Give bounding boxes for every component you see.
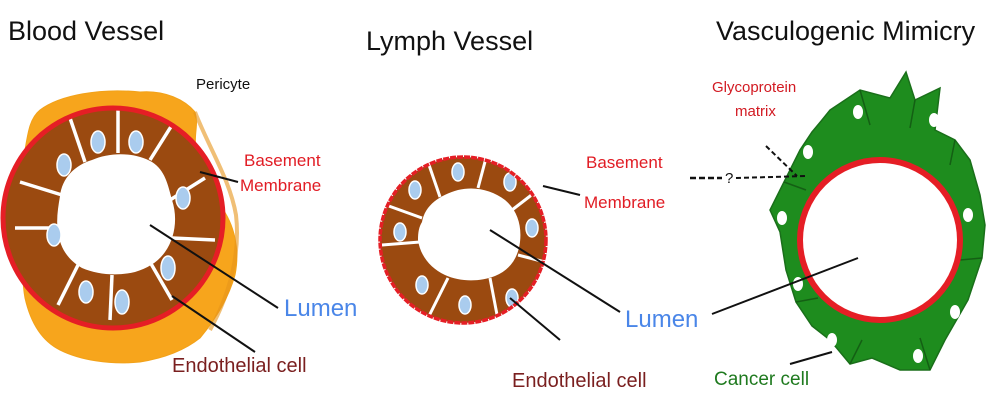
lymph-vessel-panel: Lymph Vessel Base [366,26,698,392]
vm-cancer-label: Cancer cell [714,369,809,390]
nucleus [394,223,406,241]
nucleus [79,281,93,303]
vm-glyco-leader [766,146,797,176]
lymph-basement-leader [543,186,580,195]
nucleus [526,219,538,237]
nucleus [459,296,471,314]
nucleus [950,305,960,319]
nucleus [129,131,143,153]
vm-glyco-label-1: Glycoprotein [712,79,796,96]
blood-vessel-panel: Blood Vessel [3,16,357,377]
lymph-basement-label-1: Basement [586,153,663,172]
nucleus [47,224,61,246]
nucleus [115,290,129,314]
nucleus [913,349,923,363]
nucleus [416,276,428,294]
blood-lumen [57,154,175,274]
vm-glyco-label-2: matrix [735,103,776,120]
nucleus [777,211,787,225]
lymph-vessel-title: Lymph Vessel [366,26,533,56]
nucleus [57,154,71,176]
pericyte-label: Pericyte [196,76,250,93]
nucleus [161,256,175,280]
nucleus [803,145,813,159]
blood-basement-label-1: Basement [244,151,321,170]
nucleus [176,187,190,209]
lymph-endothelial-label: Endothelial cell [512,370,647,392]
lymph-lumen-label: Lumen [625,306,698,333]
blood-lumen-label: Lumen [284,295,357,322]
blood-basement-label-2: Membrane [240,176,321,195]
nucleus [963,208,973,222]
nucleus [452,163,464,181]
nucleus [827,333,837,347]
vm-panel: Vasculogenic Mimicry [690,16,985,390]
vm-title: Vasculogenic Mimicry [716,16,976,46]
nucleus [929,113,939,127]
lymph-basement-label-2: Membrane [584,193,665,212]
lymph-endothelial-leader [510,298,560,340]
nucleus [91,131,105,153]
nucleus [853,105,863,119]
vm-question-mark: ? [725,170,733,187]
nucleus [409,181,421,199]
vm-cancer-leader [790,352,832,364]
blood-endothelial-label: Endothelial cell [172,355,307,377]
blood-vessel-title: Blood Vessel [8,16,164,46]
